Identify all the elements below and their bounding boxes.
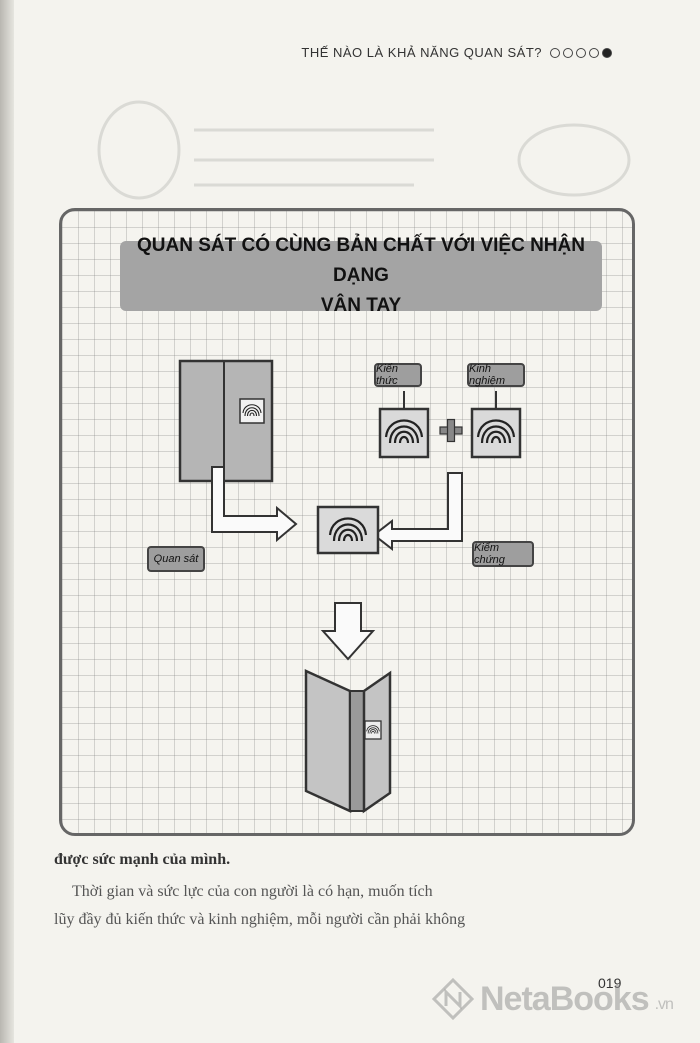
experience-label: Kinh nghiệm xyxy=(467,363,525,387)
knowledge-fingerprint-card xyxy=(378,391,430,459)
diagram-title-line1: QUAN SÁT CÓ CÙNG BẢN CHẤT VỚI VIỆC NHẬN … xyxy=(137,235,585,286)
arrow-left-icon xyxy=(372,472,463,552)
verify-label: Kiểm chứng xyxy=(472,541,534,567)
observe-label: Quan sát xyxy=(147,546,205,572)
netabooks-logo-icon xyxy=(432,978,474,1020)
chapter-progress-dots xyxy=(550,47,612,58)
watermark-brand: NetaBooks xyxy=(480,979,650,1018)
knowledge-label: Kiến thức xyxy=(374,363,422,387)
fingerprint-diagram xyxy=(178,359,522,814)
body-bold-line: được sức mạnh của mình. xyxy=(54,851,231,868)
progress-dot xyxy=(589,47,599,58)
plus-icon xyxy=(439,418,463,443)
publisher-watermark: NetaBooks .vn xyxy=(432,978,674,1020)
diagram-title-banner: QUAN SÁT CÓ CÙNG BẢN CHẤT VỚI VIỆC NHẬN … xyxy=(120,235,602,316)
progress-dot xyxy=(550,47,560,58)
body-line-2: lũy đầy đủ kiến thức và kinh nghiệm, mỗi… xyxy=(54,911,466,928)
open-fridge-icon xyxy=(304,669,392,814)
diagram-title-line2: VÂN TAY xyxy=(320,295,402,316)
progress-dot xyxy=(576,47,586,58)
progress-dot-current xyxy=(602,47,612,58)
body-paragraph: được sức mạnh của mình. Thời gian và sức… xyxy=(54,846,674,934)
arrow-right-icon xyxy=(211,466,298,543)
closed-fridge-icon xyxy=(178,359,274,483)
running-head-title: THẾ NÀO LÀ KHẢ NĂNG QUAN SÁT? xyxy=(301,45,542,60)
progress-dot xyxy=(563,47,573,58)
running-head: THẾ NÀO LÀ KHẢ NĂNG QUAN SÁT? xyxy=(301,45,612,60)
arrow-down-icon xyxy=(320,602,376,661)
page-number: 019 xyxy=(598,975,622,991)
center-fingerprint-card xyxy=(316,505,380,555)
watermark-suffix: .vn xyxy=(654,996,674,1013)
book-gutter xyxy=(0,0,14,1043)
experience-fingerprint-card xyxy=(470,391,522,459)
book-page: THẾ NÀO LÀ KHẢ NĂNG QUAN SÁT? QUAN SÁT C… xyxy=(14,0,700,1043)
body-line-1: Thời gian và sức lực của con người là có… xyxy=(72,883,433,900)
diagram-panel: QUAN SÁT CÓ CÙNG BẢN CHẤT VỚI VIỆC NHẬN … xyxy=(59,208,635,836)
